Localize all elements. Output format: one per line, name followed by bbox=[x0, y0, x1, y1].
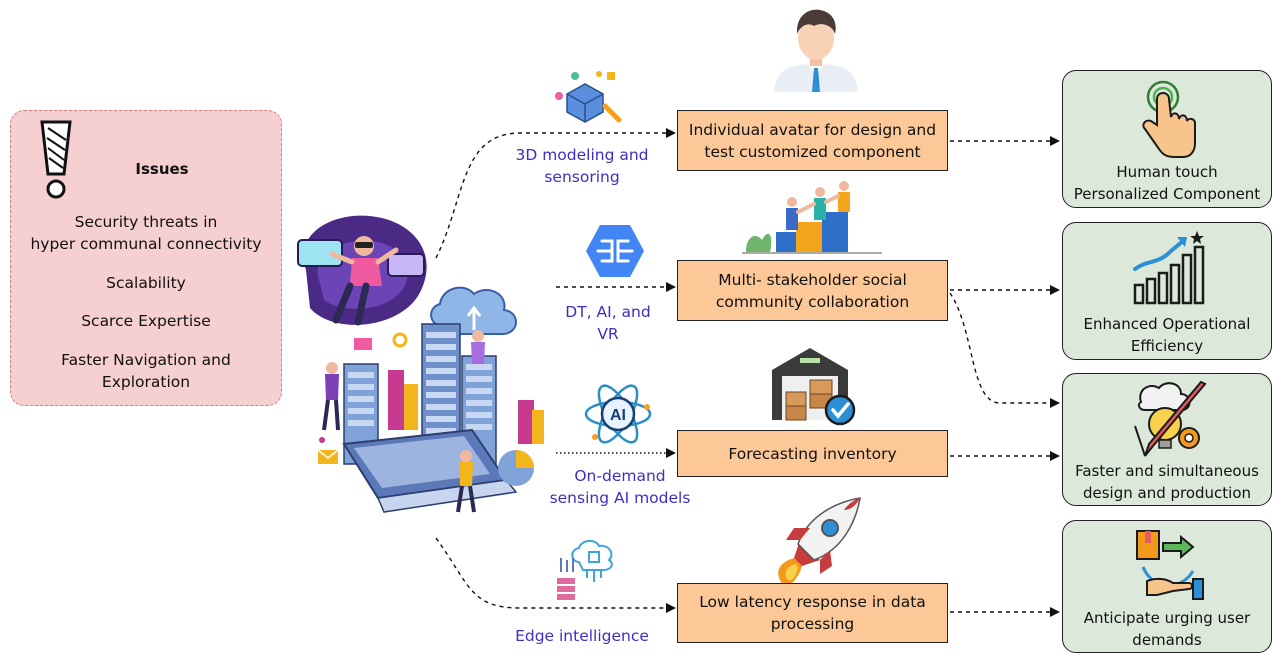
3d-modeling-icon bbox=[555, 71, 622, 123]
arrow-hub-to-process-4 bbox=[435, 537, 676, 613]
edge-cloud-icon bbox=[557, 540, 613, 600]
team-collaboration-icon bbox=[742, 181, 882, 254]
ai-atom-icon: AI bbox=[584, 384, 652, 444]
exclamation-icon bbox=[40, 120, 72, 199]
issue-scalability: Scalability bbox=[106, 274, 186, 292]
creative-head-icon bbox=[1134, 380, 1207, 457]
tech-label-edge-intelligence: Edge intelligence bbox=[515, 627, 649, 645]
arrow-hub-to-process-1 bbox=[435, 128, 676, 259]
vr-person-illustration bbox=[297, 215, 427, 326]
svg-text:AI: AI bbox=[610, 407, 626, 424]
arrow-process2-to-outcome3 bbox=[949, 292, 1060, 408]
issue-scarce-expertise: Scarce Expertise bbox=[81, 312, 211, 330]
avatar-person-icon bbox=[774, 9, 858, 92]
issues-title: Issues bbox=[135, 160, 189, 178]
delivery-hand-icon bbox=[1136, 530, 1204, 600]
growth-chart-icon bbox=[1133, 231, 1205, 305]
touch-hand-icon bbox=[1142, 80, 1196, 158]
process-forecasting-inventory: Forecasting inventory bbox=[677, 430, 948, 477]
brain-network-icon bbox=[586, 225, 644, 277]
rocket-icon bbox=[778, 497, 861, 587]
warehouse-icon bbox=[772, 348, 856, 426]
data-center-illustration bbox=[317, 286, 544, 513]
